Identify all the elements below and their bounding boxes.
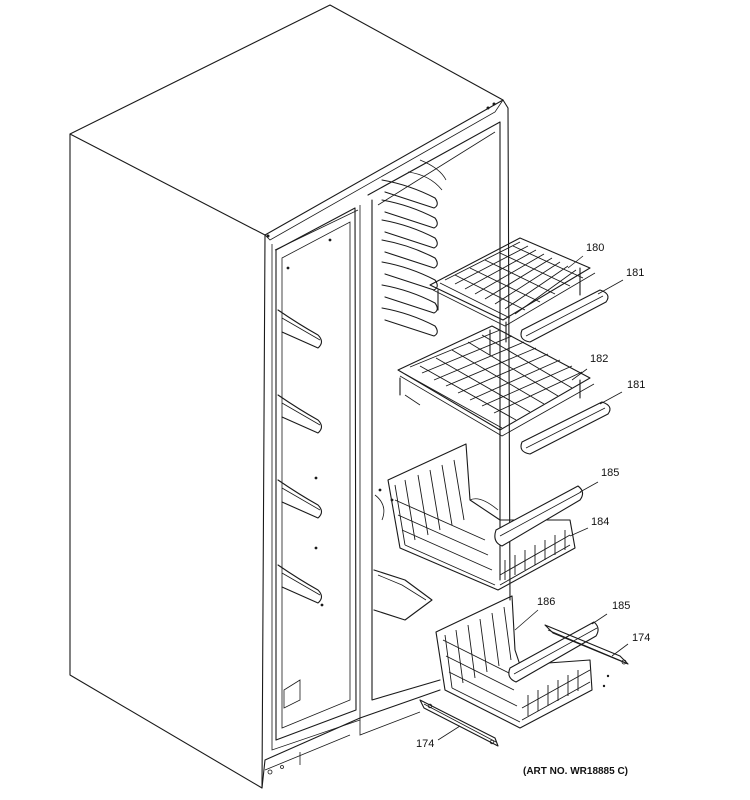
callout-185-upper: 185 — [601, 467, 620, 479]
leader-lines — [437, 255, 629, 741]
wire-shelf-180 — [429, 237, 596, 343]
left-shelf-supports — [277, 238, 332, 709]
callout-184: 184 — [591, 516, 610, 528]
callout-186: 186 — [537, 596, 556, 608]
shelf-trim-181-upper — [520, 289, 609, 343]
callout-180: 180 — [586, 242, 605, 254]
callout-174-right: 174 — [632, 632, 651, 644]
wire-basket-184 — [387, 443, 576, 591]
shelf-trim-181-lower — [520, 401, 611, 455]
callout-185-lower: 185 — [612, 600, 631, 612]
callout-174-left: 174 — [416, 738, 435, 750]
callout-182: 182 — [590, 353, 609, 365]
callout-181-lower: 181 — [627, 379, 646, 391]
callout-181-upper: 181 — [626, 267, 645, 279]
cabinet — [69, 4, 511, 789]
wire-shelf-182 — [397, 325, 595, 451]
slide-rail-174-right — [544, 624, 629, 688]
slide-rail-174-left — [419, 699, 499, 747]
wire-basket-186 — [435, 595, 593, 729]
basket-trim-185-upper — [494, 485, 584, 547]
right-rail-supports — [373, 159, 447, 621]
basket-trim-185-lower — [508, 621, 599, 683]
art-number: (ART NO. WR18885 C) — [523, 766, 629, 777]
